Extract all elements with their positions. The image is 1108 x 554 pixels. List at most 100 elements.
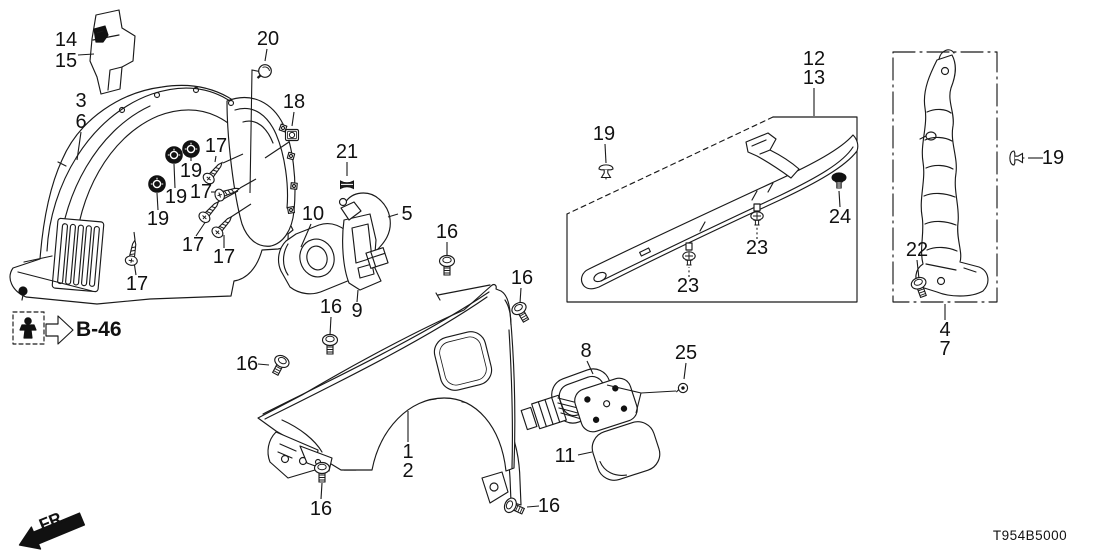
part-number-label: 23 — [746, 237, 768, 259]
wing-clip-icon — [340, 180, 354, 189]
diagram-code: T954B5000 — [993, 528, 1067, 543]
leader-line — [230, 203, 252, 218]
fuel-filler-bracket-drawing — [277, 192, 391, 295]
leader-line — [683, 362, 687, 380]
leader-line — [77, 53, 95, 56]
side-garnish-drawing — [580, 132, 859, 290]
part-number-label: 22 — [906, 239, 928, 261]
rivet-clip-icon — [682, 251, 696, 266]
leader-line — [329, 316, 332, 336]
part-number-label: 1 — [402, 441, 413, 463]
leader-line — [577, 451, 593, 456]
part-number-label: 16 — [310, 498, 332, 520]
part-number-label: 15 — [55, 50, 77, 72]
part-number-label: 3 — [75, 90, 86, 112]
leader-line — [916, 259, 920, 280]
fr-direction-arrow — [18, 512, 86, 550]
part-number-label: 12 — [803, 48, 825, 70]
leader-line — [239, 178, 257, 189]
part-number-label: 7 — [939, 338, 950, 360]
part-number-label: 4 — [939, 319, 950, 341]
leader-line — [526, 505, 540, 508]
fuel-opening-hole — [433, 331, 493, 391]
part-number-label: 2 — [402, 460, 413, 482]
part-number-label: 17 — [182, 234, 204, 256]
part-number-label: 24 — [829, 206, 851, 228]
leader-line — [173, 163, 176, 189]
dark-clip-icon — [831, 172, 847, 189]
part-number-label: 13 — [803, 67, 825, 89]
leader-line — [222, 153, 244, 164]
leader-line — [519, 287, 522, 304]
bolt-icon — [438, 254, 456, 276]
front-fender-drawing — [257, 284, 522, 506]
part-number-label: 6 — [75, 111, 86, 133]
leader-line — [264, 141, 290, 159]
b46-reference — [12, 311, 74, 345]
part-number-label: 16 — [236, 353, 258, 375]
push-clip-icon — [598, 164, 614, 180]
side-stiffener-drawing — [915, 49, 989, 297]
clip-icon — [19, 317, 37, 339]
part-number-label: 11 — [555, 445, 576, 467]
rivet-clip-icon — [750, 211, 764, 226]
leader-line — [604, 143, 607, 164]
leader-line — [214, 155, 217, 163]
liner-bracket-drawing — [89, 9, 136, 95]
leader-line — [156, 192, 159, 211]
nut-icon — [147, 174, 167, 194]
part-number-label: 19 — [147, 208, 169, 230]
leader-line — [195, 220, 207, 237]
leader-line — [257, 363, 270, 366]
part-number-label: 8 — [580, 340, 591, 362]
round-clip-icon — [256, 63, 273, 80]
leader-line — [387, 213, 399, 218]
leader-line — [586, 360, 594, 375]
part-number-label: 19 — [165, 186, 187, 208]
liner-foot-clip — [18, 286, 28, 301]
b46-label: B-46 — [76, 318, 122, 341]
bolt-icon — [313, 461, 331, 483]
leader-line — [320, 482, 323, 500]
leader-line — [264, 48, 268, 62]
part-number-label: 17 — [205, 135, 227, 157]
leader-line — [133, 231, 136, 241]
leader-line — [356, 289, 359, 303]
part-number-label: 9 — [351, 300, 362, 322]
part-number-label: 21 — [336, 141, 358, 163]
part-number-label: 5 — [401, 203, 412, 225]
bolt-icon — [321, 333, 339, 355]
part-number-label: 16 — [320, 296, 342, 318]
part-number-label: 25 — [675, 342, 697, 364]
leader-line — [838, 190, 841, 208]
nut-icon — [181, 139, 201, 159]
liner-vent-grille — [51, 217, 105, 293]
part-number-label: 18 — [283, 91, 305, 113]
part-number-label: 14 — [55, 29, 77, 51]
part-number-label: 19 — [1042, 147, 1064, 169]
side-stiffener-box — [892, 51, 998, 303]
part-number-label: 16 — [436, 221, 458, 243]
part-number-label: 19 — [180, 160, 202, 182]
part-number-label: 17 — [190, 181, 212, 203]
bolt-icon — [268, 352, 292, 378]
part-number-label: 20 — [257, 28, 279, 50]
fr-arrow-icon — [18, 512, 86, 550]
fuel-lid-drawing — [520, 368, 661, 481]
square-nut-icon — [284, 128, 300, 142]
bolt-icon — [509, 299, 534, 325]
fuel-lid-cover — [591, 421, 661, 481]
fender-liner-drawing — [9, 84, 298, 305]
leader-line — [635, 392, 642, 414]
small-screw-icon — [674, 381, 690, 395]
side-garnish-box — [566, 116, 858, 303]
bolt-icon — [501, 495, 527, 519]
part-number-label: 19 — [593, 123, 615, 145]
part-number-label: 16 — [511, 267, 533, 289]
leader-line — [300, 223, 312, 248]
part-number-label: 17 — [213, 246, 235, 268]
leader-line — [76, 131, 82, 161]
